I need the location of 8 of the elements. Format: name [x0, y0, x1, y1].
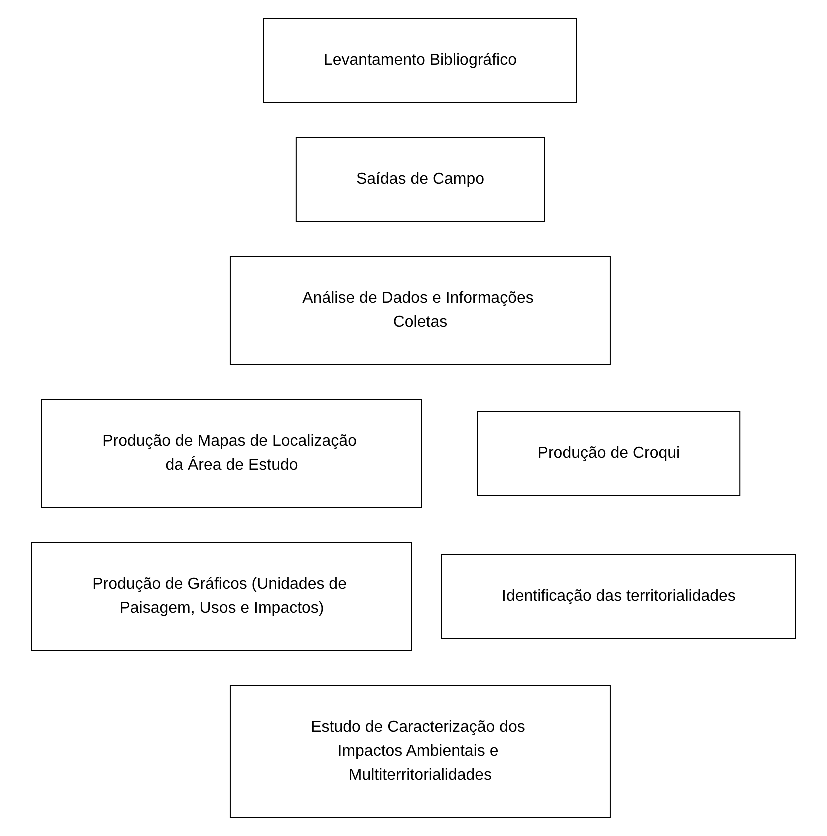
node-box: Produção de Croqui: [476, 411, 740, 496]
node-box: Análise de Dados e Informações Coletas: [230, 256, 611, 365]
node-box: Identificação das territorialidades: [441, 554, 796, 639]
node-box: Produção de Gráficos (Unidades de Paisagem, Usos e Impactos): [31, 542, 412, 651]
node-box: Produção de Mapas de Localização da Área de Estudo: [41, 399, 422, 508]
node-box: Levantamento Bibliográfico: [263, 18, 578, 103]
node-box: Saídas de Campo: [295, 137, 545, 222]
node-box: Estudo de Caracterização dos Impactos Ambientais e Multiterritorialidades: [230, 685, 611, 818]
